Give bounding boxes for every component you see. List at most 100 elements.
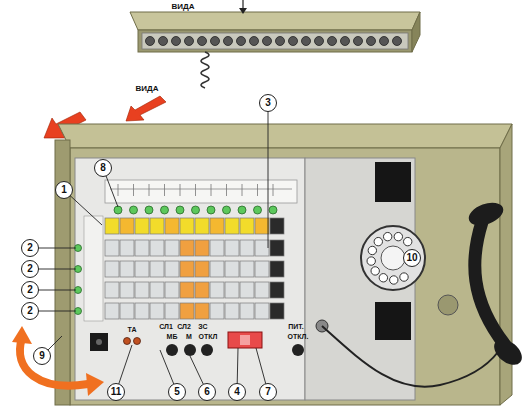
line-key (270, 240, 284, 256)
panel-label: М (186, 333, 192, 340)
row-label-strip (84, 216, 103, 321)
indicator-led (238, 206, 246, 214)
scale-line (110, 189, 292, 190)
line-key (195, 303, 209, 319)
callout-number: 1 (55, 181, 73, 199)
jack (134, 338, 141, 345)
yellow-key (270, 218, 284, 234)
line-key (225, 303, 239, 319)
dial-hole (367, 257, 375, 265)
handset-mouthpiece (489, 334, 526, 370)
view-arrow-head (239, 8, 247, 14)
scale-tick (118, 184, 119, 196)
dial-hole (379, 274, 387, 282)
lid-jack (354, 37, 363, 46)
lid-jack (146, 37, 155, 46)
line-key (165, 282, 179, 298)
line-key (180, 261, 194, 277)
panel-label: МБ (167, 333, 178, 340)
dial-hole (400, 273, 408, 281)
lid-jack (367, 37, 376, 46)
yellow-key (105, 218, 119, 234)
yellow-key (150, 218, 164, 234)
line-key (105, 282, 119, 298)
leader-line (268, 103, 269, 248)
panel-label: ТА (128, 326, 137, 333)
line-key (210, 303, 224, 319)
lid-jack (237, 37, 246, 46)
line-key (270, 261, 284, 277)
box-inner (70, 148, 500, 405)
panel-label: СЛ2 (177, 323, 191, 330)
line-key (105, 240, 119, 256)
indicator-led (114, 206, 122, 214)
callout-number: 2 (21, 281, 39, 299)
callout-number: 8 (94, 159, 112, 177)
rotation-arrow (20, 338, 88, 386)
scale-tick (257, 184, 258, 196)
line-key (240, 282, 254, 298)
lid-jack (380, 37, 389, 46)
box-left-side (55, 140, 70, 405)
yellow-key (255, 218, 269, 234)
callout-number: 6 (198, 383, 216, 401)
indicator-led (254, 206, 262, 214)
line-key (120, 240, 134, 256)
line-key (165, 303, 179, 319)
panel-label: ПИТ. (288, 323, 304, 330)
line-key (270, 282, 284, 298)
leader-lines (30, 103, 268, 392)
lid-jack (289, 37, 298, 46)
indicator-led (207, 206, 215, 214)
handset-cord (322, 326, 498, 387)
scale-tick (180, 184, 181, 196)
coiled-cord (201, 52, 209, 88)
line-key (135, 303, 149, 319)
lid-jack (393, 37, 402, 46)
dial-hole (371, 267, 379, 275)
view-label: ВИДА (171, 2, 194, 11)
line-key (225, 282, 239, 298)
scale-tick (133, 184, 134, 196)
side-socket (438, 295, 458, 315)
lid-end (412, 12, 420, 52)
callout-number: 7 (259, 383, 277, 401)
indicator-led (192, 206, 200, 214)
line-key (150, 282, 164, 298)
lid-top (130, 12, 420, 30)
dial-hole (394, 232, 402, 240)
lid-jack (224, 37, 233, 46)
red-switch-lever (240, 335, 250, 345)
handset (475, 222, 505, 345)
line-key (210, 261, 224, 277)
rotation-arrow-head (12, 326, 32, 344)
line-key (120, 261, 134, 277)
line-key (225, 261, 239, 277)
dial-center (381, 246, 405, 270)
panel-label: СЛ1 (159, 323, 173, 330)
dial-hole (368, 246, 376, 254)
view-label: ВИДА (135, 84, 158, 93)
callout-number: 2 (21, 260, 39, 278)
line-key (150, 303, 164, 319)
dial-card (375, 162, 411, 202)
yellow-key (225, 218, 239, 234)
indicator-led (176, 206, 184, 214)
line-key (240, 261, 254, 277)
dial-hole (404, 237, 412, 245)
lid-jack (328, 37, 337, 46)
box-top (58, 124, 512, 148)
line-key (120, 282, 134, 298)
jack-strip (142, 33, 408, 49)
lid-jack (341, 37, 350, 46)
scale-tick (211, 184, 212, 196)
callout-number: 5 (168, 383, 186, 401)
power-block-hole (96, 339, 102, 345)
indicator-led (145, 206, 153, 214)
callout-number: 3 (259, 94, 277, 112)
panel-label: ОТКЛ. (288, 333, 309, 340)
indicator-led (269, 206, 277, 214)
yellow-key (165, 218, 179, 234)
callout-number: 2 (21, 239, 39, 257)
